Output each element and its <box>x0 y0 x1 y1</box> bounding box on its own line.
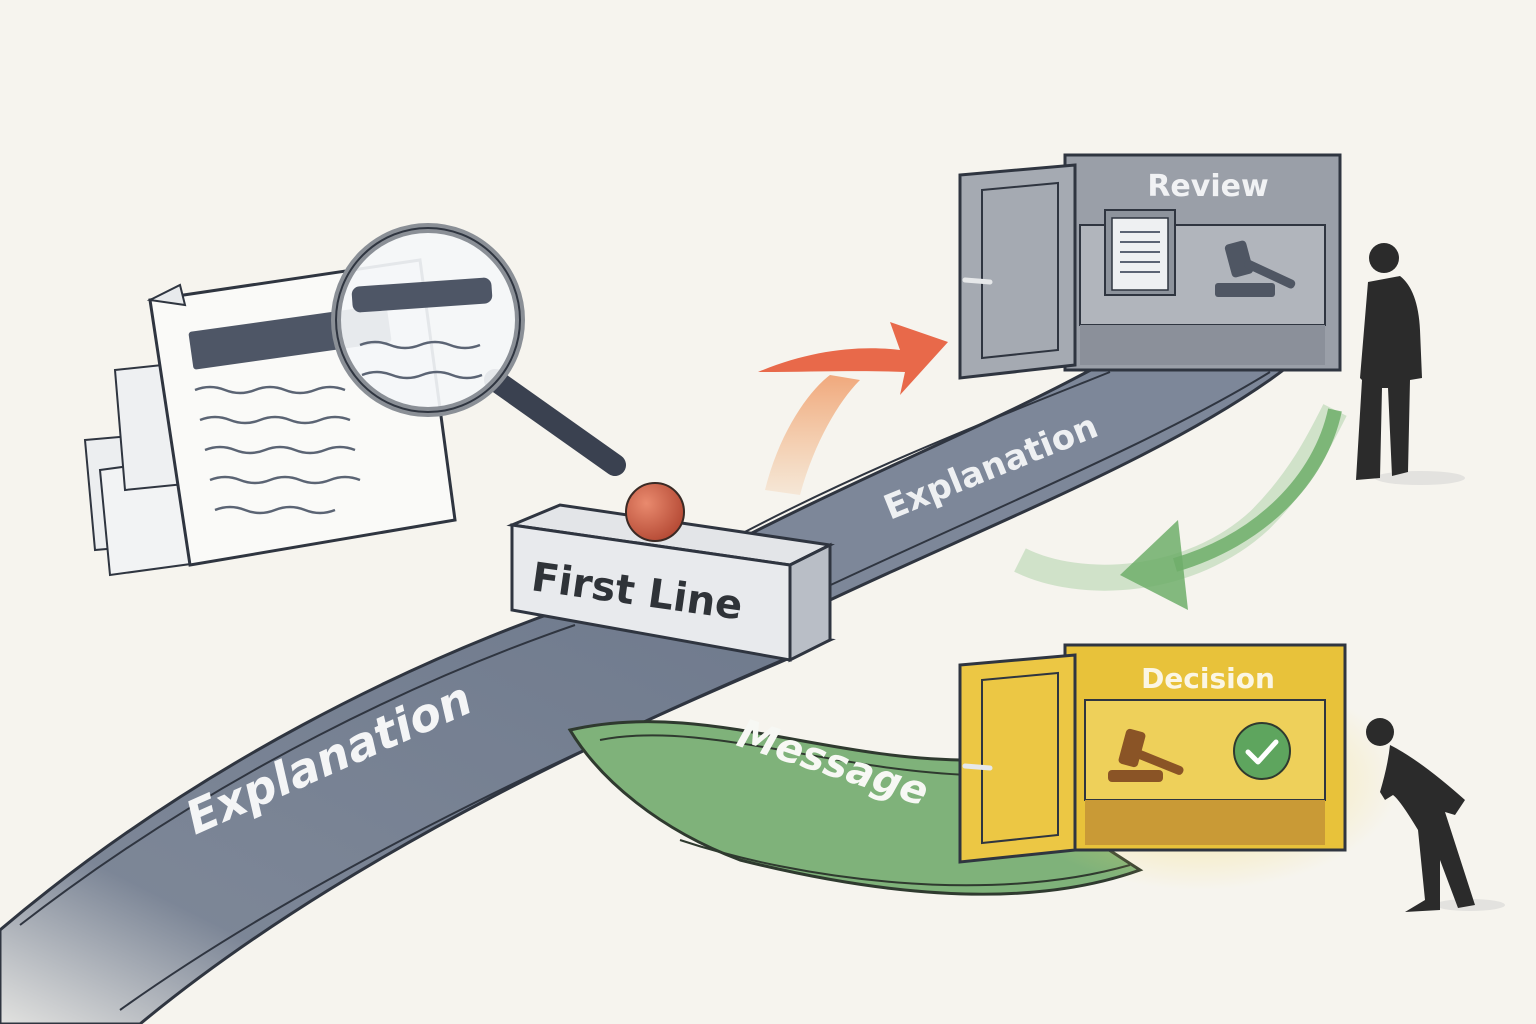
decision-label: Decision <box>1141 662 1275 695</box>
escalation-arrow-orange <box>758 322 948 495</box>
feedback-arrow-green <box>1014 404 1347 610</box>
first-line-gate: First Line <box>506 482 835 663</box>
magnifier-icon <box>331 223 626 476</box>
check-circle-icon <box>1233 722 1291 780</box>
person-icon-reviewer <box>1356 243 1465 485</box>
person-icon-decider <box>1366 718 1505 912</box>
door-handle-icon <box>962 763 993 771</box>
review-door[interactable] <box>958 163 1077 380</box>
ball-icon <box>625 482 685 542</box>
decision-booth: Decision <box>958 643 1400 890</box>
gavel-icon <box>1108 728 1184 782</box>
clipboard-icon <box>1104 209 1176 296</box>
door-handle-icon <box>962 277 993 285</box>
review-label: Review <box>1147 169 1268 204</box>
gavel-icon <box>1215 240 1296 297</box>
review-booth: Review <box>958 153 1342 380</box>
decision-door[interactable] <box>958 653 1077 864</box>
